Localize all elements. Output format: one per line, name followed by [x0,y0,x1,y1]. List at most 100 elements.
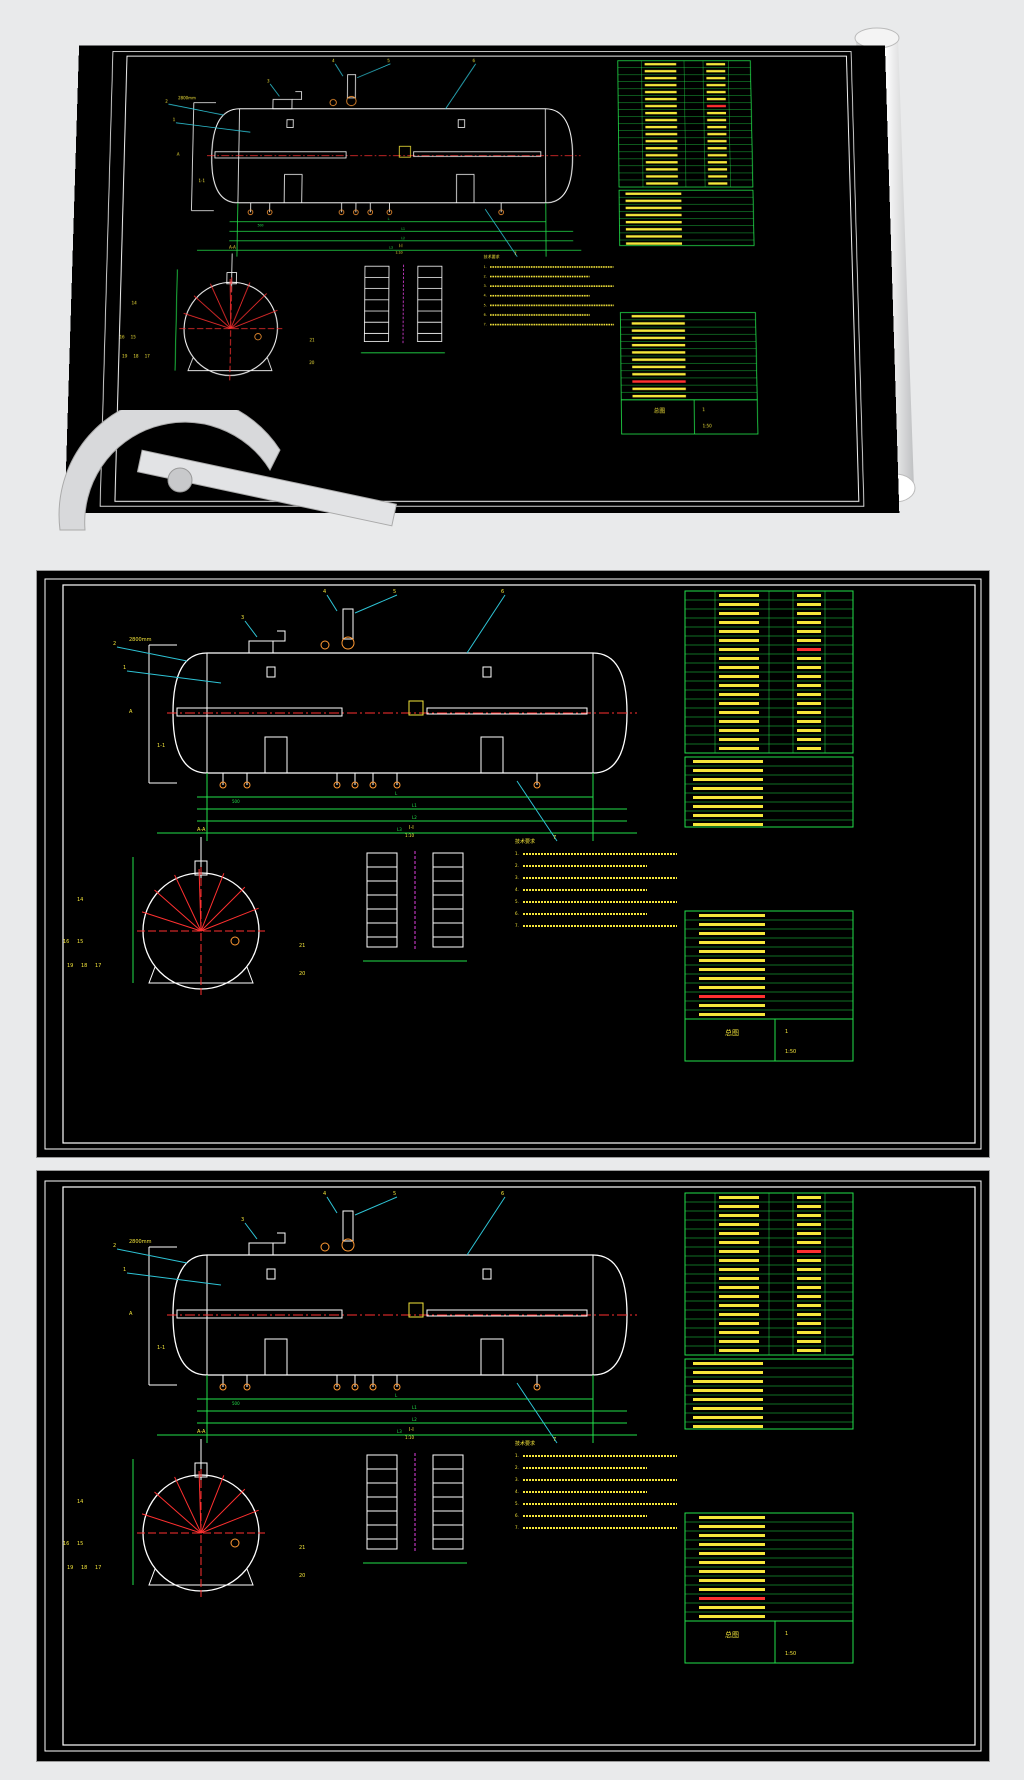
spec-cell-text [719,603,759,606]
nozzle-top-1 [267,1269,275,1279]
radial-nozzle-line [201,1475,224,1533]
leader-line [467,1197,505,1255]
spec-cell-text [707,91,726,93]
end-view-title: A-A [229,245,236,250]
end-view-dim [175,269,177,370]
dimension-text: L1 [401,227,405,231]
note-line: 5. [515,899,519,904]
note-line: 7. [515,1525,519,1530]
spec-cell-text [719,1304,759,1307]
dimension-text: L [395,791,398,796]
section-subtitle: 1:10 [405,833,414,838]
radial-nozzle-line [193,296,231,329]
title-block-title: 总图 [725,1630,739,1639]
callout-3: 3 [267,78,270,83]
leader-line [327,1197,337,1213]
nozzle-cell-text [693,1398,763,1401]
spec-cell-text [797,1349,821,1352]
spec-cell-text [646,147,678,149]
spec-cell-text [646,175,678,177]
spec-cell-text [797,702,821,705]
outer-frame [45,579,981,1149]
end-callout-19: 19 [67,1565,73,1571]
parts-cell-text [699,941,765,944]
leader-line [357,64,390,78]
callout-4: 4 [332,58,335,63]
parts-cell-text [699,1606,765,1609]
end-callout-17: 17 [95,963,101,969]
inner-pipe [177,1310,342,1318]
drawing-sheet-svg: 2800mmA1-1LL1L2L35001234567A-A1415161718… [37,571,989,1157]
end-callout-21: 21 [299,1545,305,1551]
callout-3: 3 [241,1217,244,1223]
leader-line [485,209,517,257]
nozzle-cell-text [693,814,763,817]
level-label: 2800mm [178,96,196,101]
spec-cell-text [797,1223,821,1226]
nozzle-cell-text [626,242,682,244]
dimension-text: L2 [401,236,405,240]
nozzle-top-2 [483,1269,491,1279]
callout-6: 6 [501,589,504,595]
end-view-title: A-A [197,827,206,833]
note-line: 2. [484,274,487,278]
vent-pipe [273,631,285,641]
spec-cell-text [645,133,677,135]
notes-title: 技术要求 [484,254,500,259]
spec-cell-text [707,112,726,114]
note-line: 3. [515,875,519,880]
callout-7: 7 [553,1437,556,1443]
spec-cell-text [797,1286,821,1289]
radial-nozzle-line [201,1510,259,1533]
nozzle-cell-text [626,200,682,202]
spec-cell-text [719,1268,759,1271]
spec-cell-text [708,161,727,163]
dimension-text: L3 [397,827,402,832]
drawing-sheet-svg: 2800mmA1-1LL1L2L35001234567A-A1415161718… [37,1171,989,1761]
callout-1: 1 [123,1267,126,1273]
parts-cell-text [699,1570,765,1573]
saddle-right [481,737,503,773]
end-callout-19: 19 [67,963,73,969]
section-title: I-I [409,825,414,831]
parts-cell-text [699,1534,765,1537]
spec-cell-text [719,1286,759,1289]
radial-nozzle-line [175,875,201,931]
parts-cell-text [699,959,765,962]
end-callout-14: 14 [77,897,83,903]
spec-cell-text [797,684,821,687]
note-line: 6. [515,1513,519,1518]
drawing-number: 1 [785,1029,788,1035]
parts-cell-text [633,395,686,397]
drawing-scale: 1:50 [785,1651,796,1657]
spec-col-line [703,61,705,187]
parts-cell-text [632,351,685,353]
spec-cell-text [797,603,821,606]
callout-1: 1 [123,665,126,671]
spec-cell-text [645,105,677,107]
parts-cell-text [632,358,685,360]
protractor-graphic [40,410,400,550]
end-view-port [231,937,239,945]
dimension-text: L2 [412,1417,417,1422]
parts-cell-text [699,1561,765,1564]
radial-nozzle-line [209,284,231,329]
spec-cell-text [645,77,677,79]
dimension-text: 500 [257,224,263,228]
nozzle-cell-text [626,228,682,230]
spec-cell-text [719,630,759,633]
spec-cell-text [708,147,727,149]
parts-cell-text [699,986,765,989]
parts-cell-text [699,1004,765,1007]
spec-cell-text [719,720,759,723]
callout-6: 6 [501,1191,504,1197]
note-line: 3. [484,284,487,288]
spec-cell-text [719,738,759,741]
saddle-left [265,737,287,773]
dimension-text: 500 [232,1401,240,1406]
dimension-text: L3 [397,1429,402,1434]
spec-cell-text [707,105,726,107]
note-line: 4. [515,887,519,892]
spec-cell-text [645,112,677,114]
spec-cell-text [797,621,821,624]
